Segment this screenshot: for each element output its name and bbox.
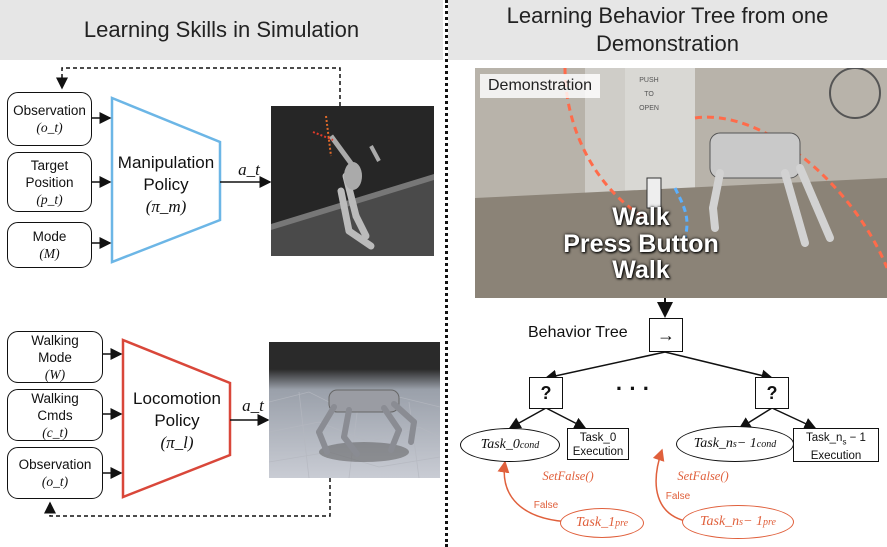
right-title-line2: Demonstration <box>595 31 740 56</box>
photo-step-press-button: Press Button <box>563 230 719 258</box>
behavior-tree-label: Behavior Tree <box>528 324 628 341</box>
locomotion-policy-shape <box>121 338 232 499</box>
demonstration-badge: Demonstration <box>480 74 601 98</box>
locomotion-policy-label: Locomotion Policy (π_l) <box>133 389 221 452</box>
locomotion-action-label: a_t <box>242 396 264 415</box>
sequence-node: → <box>649 318 683 352</box>
left-header: Learning Skills in Simulation <box>0 0 443 60</box>
execution-node-left: Task_0 Execution <box>567 428 629 460</box>
left-title: Learning Skills in Simulation <box>83 17 360 42</box>
door-sign: PUSH TO OPEN <box>639 77 659 112</box>
fallback-node-left: ? <box>529 377 563 409</box>
right-header: Learning Behavior Tree from one Demonstr… <box>448 0 887 60</box>
locomotion-sim-image <box>269 342 440 478</box>
setfalse-label-right: SetFalse() <box>677 469 729 483</box>
walking-cmds-input: Walking Cmds (c_t) <box>7 389 103 441</box>
setfalse-label-left: SetFalse() <box>542 469 594 483</box>
target-position-input: Target Position (p_t) <box>7 152 92 212</box>
false-label-left: False <box>533 500 559 511</box>
demonstration-photo: Walk Press Button Walk PUSH TO OPEN <box>475 68 887 298</box>
fallback-node-right: ? <box>755 377 789 409</box>
mode-input: Mode (M) <box>7 222 92 268</box>
quadruped-sim <box>269 389 440 478</box>
manipulation-sim-image <box>271 106 434 256</box>
manipulation-policy-shape <box>110 96 222 264</box>
robot-arm-sim <box>271 115 434 256</box>
ellipsis: · · · <box>615 376 651 401</box>
setfalse-curve-left <box>497 460 573 523</box>
observation-input: Observation (o_t) <box>7 92 92 146</box>
observation-input-2: Observation (o_t) <box>7 447 103 499</box>
false-label-right: False <box>665 491 691 502</box>
manipulation-action-label: a_t <box>238 160 260 179</box>
right-title-line1: Learning Behavior Tree from one <box>506 3 829 28</box>
photo-step-walk-1: Walk <box>612 203 670 231</box>
walking-mode-input: Walking Mode (W) <box>7 331 103 383</box>
manipulation-policy-label: Manipulation Policy (π_m) <box>117 153 215 216</box>
photo-step-walk-2: Walk <box>612 256 670 284</box>
execution-node-right: Task_ns − 1 Execution <box>793 428 879 462</box>
panel-divider <box>445 0 448 547</box>
setfalse-curve-right <box>652 448 691 523</box>
